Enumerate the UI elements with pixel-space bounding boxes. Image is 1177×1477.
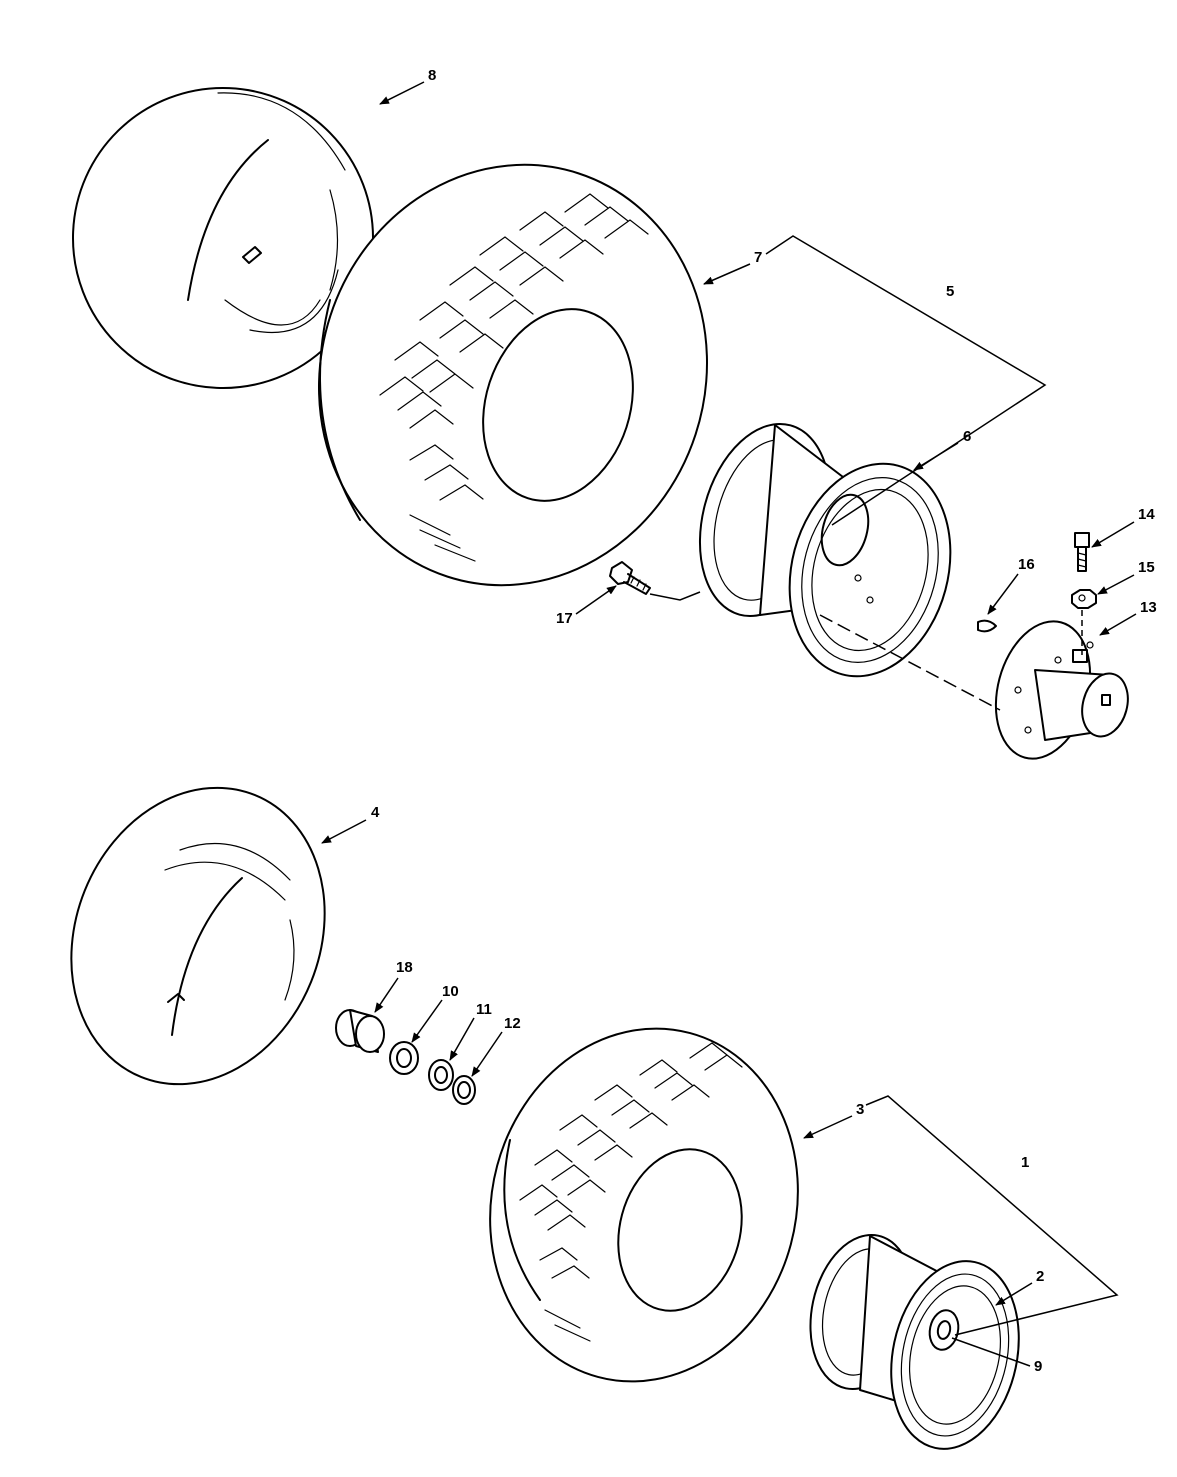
callout-label-10: 10 xyxy=(442,983,459,1000)
callout-9: 9 xyxy=(951,1337,1042,1375)
callout-label-9: 9 xyxy=(1034,1358,1042,1375)
callout-11: 11 xyxy=(449,1001,492,1061)
callout-7: 7 xyxy=(703,249,762,285)
callout-6: 6 xyxy=(913,428,971,471)
tire-7 xyxy=(318,163,708,587)
callout-label-6: 6 xyxy=(963,428,971,445)
nut-15 xyxy=(1071,589,1097,609)
callout-8: 8 xyxy=(379,67,436,105)
bolt-17 xyxy=(609,561,651,595)
washer-11 xyxy=(428,1059,454,1091)
callout-2: 2 xyxy=(995,1268,1044,1306)
callout-15: 15 xyxy=(1097,559,1155,595)
callout-label-4: 4 xyxy=(371,804,380,821)
callout-4: 4 xyxy=(321,804,380,844)
callout-label-7: 7 xyxy=(754,249,762,266)
ring-12 xyxy=(452,1075,476,1105)
callout-label-13: 13 xyxy=(1140,599,1157,616)
callout-13: 13 xyxy=(1099,599,1157,636)
callout-18: 18 xyxy=(374,959,413,1013)
callout-label-3: 3 xyxy=(856,1101,864,1118)
callout-17: 17 xyxy=(556,585,701,627)
callout-12: 12 xyxy=(471,1015,521,1077)
callout-label-2: 2 xyxy=(1036,1268,1044,1285)
callout-16: 16 xyxy=(987,556,1035,615)
callout-label-16: 16 xyxy=(1018,556,1035,573)
callout-label-8: 8 xyxy=(428,67,436,84)
bolt-14 xyxy=(1074,532,1090,572)
callout-label-12: 12 xyxy=(504,1015,521,1032)
callout-1: 1 xyxy=(865,1095,1119,1336)
callout-3: 3 xyxy=(803,1101,864,1139)
bushing-18 xyxy=(335,1009,385,1053)
callout-14: 14 xyxy=(1091,506,1155,548)
bearing-9 xyxy=(928,1309,960,1351)
callout-label-14: 14 xyxy=(1138,506,1155,523)
washer-10 xyxy=(389,1041,419,1075)
callout-10: 10 xyxy=(411,983,459,1043)
key-16 xyxy=(977,619,997,633)
tire-3 xyxy=(489,1027,799,1383)
callout-label-1: 1 xyxy=(1021,1154,1029,1171)
callout-label-11: 11 xyxy=(476,1001,492,1018)
callout-label-17: 17 xyxy=(556,610,573,627)
callout-label-5: 5 xyxy=(946,283,954,300)
callout-label-15: 15 xyxy=(1138,559,1155,576)
rim-6 xyxy=(698,422,952,678)
inner-tube-4 xyxy=(70,786,326,1086)
rim-2 xyxy=(809,1233,1020,1450)
hub-13 xyxy=(994,620,1129,760)
callout-label-18: 18 xyxy=(396,959,413,976)
